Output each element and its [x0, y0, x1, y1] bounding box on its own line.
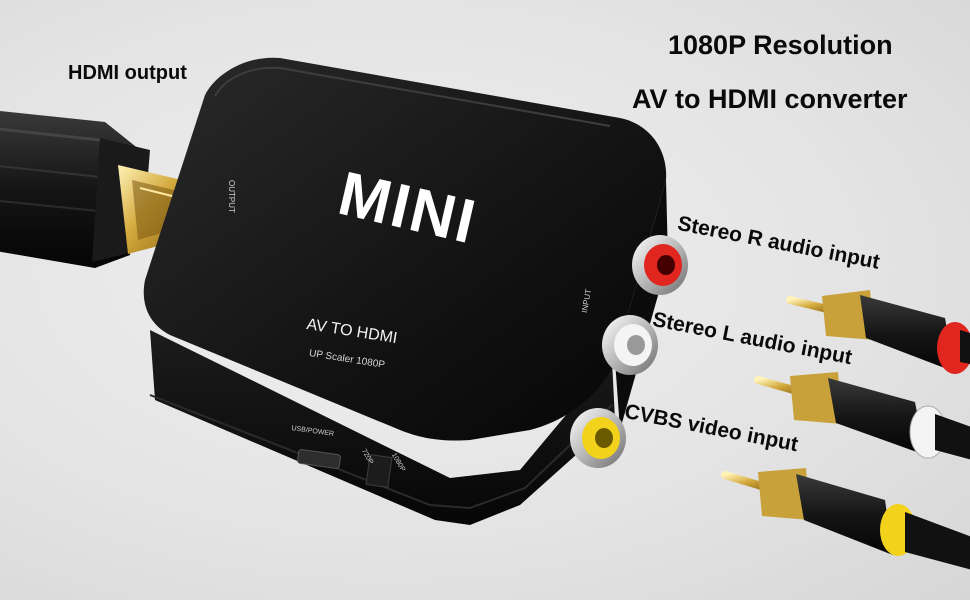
resolution-headline: 1080P Resolution: [668, 30, 893, 60]
device-output-label: OUTPUT: [227, 180, 236, 213]
rca-jack-white: [602, 315, 658, 375]
rca-plug-white: [754, 372, 970, 460]
rca-jack-yellow: [570, 408, 626, 468]
product-headline: AV to HDMI converter: [632, 84, 908, 114]
rca-plug-yellow: [721, 468, 970, 570]
rca-jack-red: [632, 235, 688, 295]
usb-port: [297, 449, 341, 469]
hdmi-output-callout: HDMI output: [68, 62, 187, 84]
rca-plug-red: [786, 290, 970, 374]
resolution-switch: [365, 454, 393, 488]
